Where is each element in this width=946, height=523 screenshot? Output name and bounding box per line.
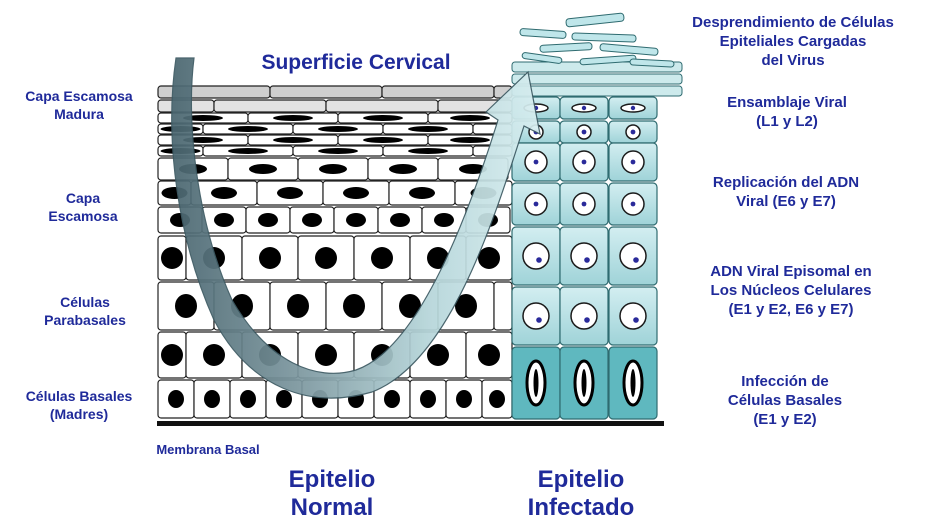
surface-title: Superficie Cervical xyxy=(236,50,476,76)
normal-cell-nucleus xyxy=(276,390,292,408)
infected-nucleus xyxy=(571,243,597,269)
normal-cell-nucleus xyxy=(277,187,303,199)
viral-episome xyxy=(631,369,636,397)
normal-cell-nucleus xyxy=(346,213,366,227)
normal-cell-nucleus xyxy=(319,164,347,174)
shedding-cell xyxy=(520,28,566,38)
shedding-cell xyxy=(572,33,636,42)
label-viral-assembly: Ensamblaje Viral (L1 y L2) xyxy=(702,94,872,132)
label-infected-epithelium: Epitelio Infectado xyxy=(506,466,656,521)
viral-episome xyxy=(534,369,539,397)
normal-cell-nucleus xyxy=(427,344,449,366)
normal-cell-nucleus xyxy=(489,390,505,408)
label-mature-squamous-layer: Capa Escamosa Madura xyxy=(4,88,154,123)
normal-cell-nucleus xyxy=(211,187,237,199)
normal-cell-nucleus xyxy=(450,115,490,121)
viral-particle xyxy=(582,160,587,165)
normal-cell-nucleus xyxy=(161,247,183,269)
normal-cell-nucleus xyxy=(315,344,337,366)
viral-particle xyxy=(633,317,639,323)
viral-particle xyxy=(631,106,635,110)
normal-cell-nucleus xyxy=(249,164,277,174)
normal-cell-nucleus xyxy=(434,213,454,227)
normal-cell-nucleus xyxy=(389,164,417,174)
shedding-cell xyxy=(540,43,592,53)
viral-particle xyxy=(631,160,636,165)
label-basal-membrane: Membrana Basal xyxy=(128,442,288,458)
infected-nucleus xyxy=(571,303,597,329)
normal-cell-nucleus xyxy=(214,213,234,227)
label-episomal-viral-dna: ADN Viral Episomal en Los Núcleos Celula… xyxy=(676,263,906,319)
label-normal-epithelium: Epitelio Normal xyxy=(262,466,402,521)
infected-nucleus xyxy=(523,303,549,329)
normal-cell xyxy=(270,86,382,98)
normal-cell-nucleus xyxy=(228,148,268,154)
normal-cell-nucleus xyxy=(203,344,225,366)
normal-cell-nucleus xyxy=(240,390,256,408)
normal-cell-nucleus xyxy=(175,294,197,318)
normal-cell-nucleus xyxy=(408,126,448,132)
viral-particle xyxy=(582,106,586,110)
normal-cell-nucleus xyxy=(168,390,184,408)
normal-cell-nucleus xyxy=(371,247,393,269)
label-basal-cell-infection: Infección de Células Basales (E1 y E2) xyxy=(690,373,880,429)
normal-cell-nucleus xyxy=(258,213,278,227)
viral-particle xyxy=(582,130,587,135)
viral-particle xyxy=(582,202,587,207)
normal-cell-nucleus xyxy=(456,390,472,408)
label-parabasal-cells: Células Parabasales xyxy=(30,294,140,329)
viral-particle xyxy=(534,202,539,207)
viral-particle xyxy=(631,202,636,207)
viral-particle xyxy=(631,130,636,135)
normal-cell-nucleus xyxy=(273,137,313,143)
normal-cell-nucleus xyxy=(390,213,410,227)
normal-cell-nucleus xyxy=(315,247,337,269)
viral-episome xyxy=(582,369,587,397)
label-shedding-cells: Desprendimiento de Células Epiteliales C… xyxy=(648,14,938,70)
viral-particle xyxy=(534,160,539,165)
label-squamous-layer: Capa Escamosa xyxy=(38,190,128,225)
label-basal-cells: Células Basales (Madres) xyxy=(4,388,154,423)
normal-cell-nucleus xyxy=(343,294,365,318)
normal-cell-nucleus xyxy=(318,126,358,132)
viral-particle xyxy=(536,257,542,263)
viral-particle xyxy=(584,317,590,323)
normal-cell xyxy=(382,86,494,98)
normal-cell-nucleus xyxy=(363,115,403,121)
normal-cell-nucleus xyxy=(409,187,435,199)
normal-cell-nucleus xyxy=(228,126,268,132)
infected-flat-cell xyxy=(512,86,682,96)
normal-cell-nucleus xyxy=(408,148,448,154)
normal-cell-nucleus xyxy=(450,137,490,143)
normal-cell xyxy=(494,282,512,330)
normal-cell-nucleus xyxy=(287,294,309,318)
normal-cell-nucleus xyxy=(363,137,403,143)
infected-epithelium xyxy=(512,13,682,419)
normal-cell-nucleus xyxy=(343,187,369,199)
infected-flat-cell xyxy=(512,74,682,84)
viral-particle xyxy=(633,257,639,263)
viral-particle xyxy=(536,317,542,323)
normal-cell-nucleus xyxy=(259,247,281,269)
normal-cell-nucleus xyxy=(318,148,358,154)
normal-cell-nucleus xyxy=(161,344,183,366)
viral-particle xyxy=(584,257,590,263)
normal-cell-nucleus xyxy=(204,390,220,408)
infected-nucleus xyxy=(523,243,549,269)
infected-nucleus xyxy=(620,243,646,269)
normal-cell-nucleus xyxy=(384,390,400,408)
normal-cell-nucleus xyxy=(273,115,313,121)
normal-cell-nucleus xyxy=(420,390,436,408)
normal-cell xyxy=(214,100,326,112)
normal-cell-nucleus xyxy=(478,247,500,269)
normal-cell xyxy=(326,100,438,112)
normal-cell-nucleus xyxy=(478,344,500,366)
infected-nucleus xyxy=(620,303,646,329)
basal-membrane-line xyxy=(157,421,664,426)
label-viral-dna-replication: Replicación del ADN Viral (E6 y E7) xyxy=(686,174,886,212)
normal-cell-nucleus xyxy=(302,213,322,227)
shedding-cell xyxy=(566,13,625,27)
